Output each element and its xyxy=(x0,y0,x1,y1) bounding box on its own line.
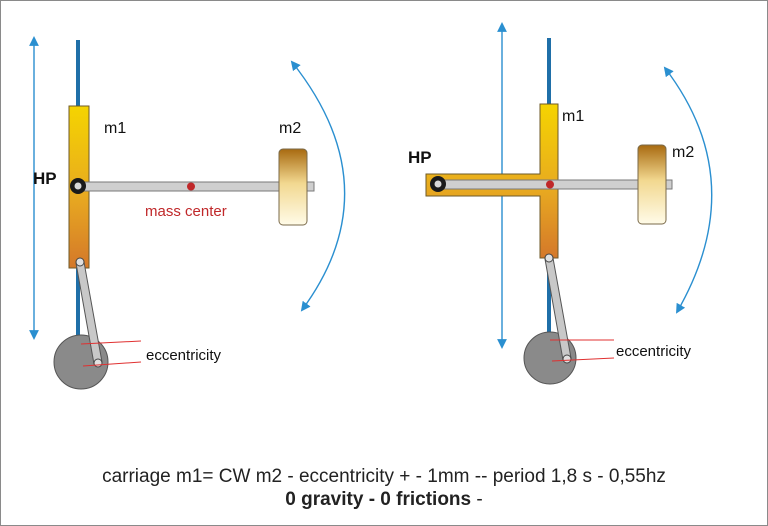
left-mass-m2 xyxy=(278,148,308,226)
right-mass-center-dot xyxy=(546,180,554,189)
right-eccentricity-line-2 xyxy=(551,357,615,362)
left-eccentricity-line-1 xyxy=(80,340,142,345)
right-rod-pin-top xyxy=(544,253,554,263)
right-swing-arrow xyxy=(663,66,713,314)
left-rod-pin-top xyxy=(75,257,85,267)
left-m2-label: m2 xyxy=(279,120,301,137)
right-hp-label: HP xyxy=(408,148,432,167)
right-eccentricity-label: eccentricity xyxy=(616,343,692,360)
left-eccentricity-line-2 xyxy=(82,361,142,367)
caption-line-1: carriage m1= CW m2 - eccentricity + - 1m… xyxy=(102,466,666,487)
caption-bold-text: 0 gravity - 0 frictions xyxy=(285,489,472,510)
left-mass-center-label: mass center xyxy=(145,203,227,220)
left-m1-label: m1 xyxy=(104,120,126,137)
right-diagram: HP m1 m2 eccentricity xyxy=(408,22,713,385)
caption-line-2: 0 gravity - 0 frictions - xyxy=(0,489,768,511)
right-m1-label: m1 xyxy=(562,108,584,125)
right-pivot-inner xyxy=(434,180,442,188)
left-hp-label: HP xyxy=(33,169,57,188)
left-swing-arrow xyxy=(290,60,346,312)
right-mass-m2 xyxy=(637,144,667,225)
left-eccentricity-label: eccentricity xyxy=(146,347,222,364)
right-m2-label: m2 xyxy=(672,144,694,161)
right-rod-pin-bottom xyxy=(562,354,572,364)
left-mass-center-dot xyxy=(187,182,195,191)
left-diagram: HP m1 m2 mass center eccentricity xyxy=(29,36,346,390)
caption-suffix: - xyxy=(471,489,483,510)
left-pivot-inner xyxy=(74,182,82,190)
left-rod-pin-bottom xyxy=(93,358,103,368)
